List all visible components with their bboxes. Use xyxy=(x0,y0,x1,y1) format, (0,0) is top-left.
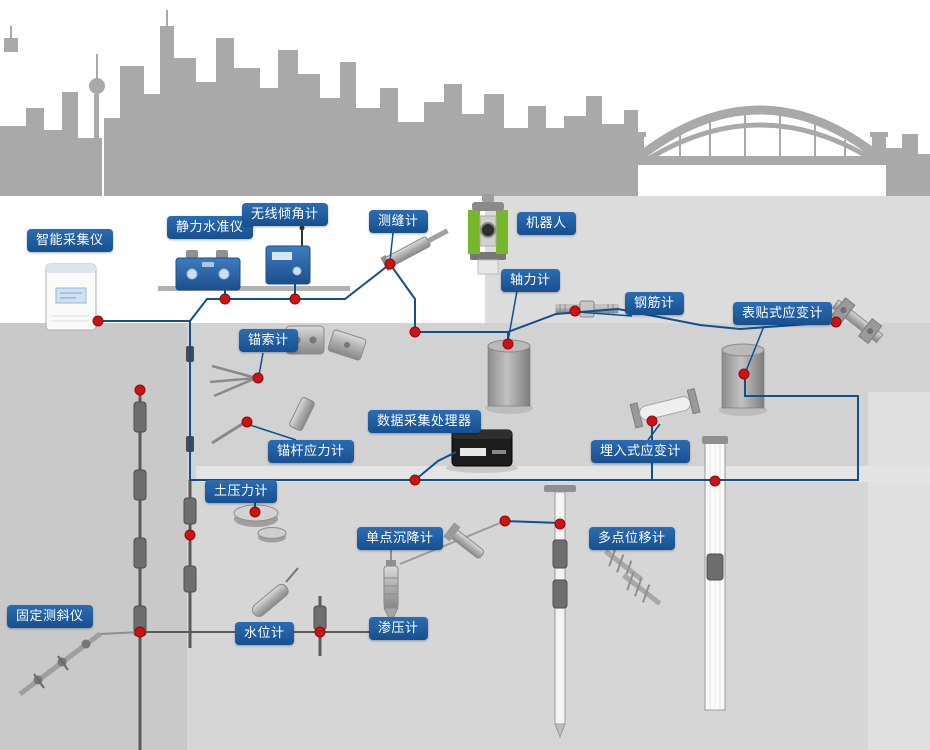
surface-strain-riser-cylinder xyxy=(719,343,767,416)
label-data-processor: 数据采集处理器 xyxy=(368,410,481,433)
water-level-device xyxy=(252,567,299,617)
label-crack-gauge: 测缝计 xyxy=(369,210,428,233)
anchor-rod-gauge-device xyxy=(211,397,315,445)
label-wireless-inclinometer: 无线倾角计 xyxy=(242,203,328,226)
settlement-pole xyxy=(544,485,576,739)
devices xyxy=(18,194,884,696)
label-rebar-gauge: 钢筋计 xyxy=(625,292,684,315)
settlement-link xyxy=(504,520,561,524)
single-settlement-device xyxy=(399,520,506,565)
label-single-settlement: 单点沉降计 xyxy=(357,527,443,550)
rebar-strain-cable xyxy=(507,307,837,333)
label-earth-pressure-gauge: 土压力计 xyxy=(205,480,278,503)
processor-drop-cable xyxy=(414,451,457,481)
robot-total-station xyxy=(468,194,508,275)
surface-strain-device xyxy=(831,297,884,345)
label-leader-lines xyxy=(249,232,765,441)
label-static-level: 静力水准仪 xyxy=(167,216,253,239)
fixed-inclinometer-device xyxy=(18,631,141,696)
osmometer-device xyxy=(383,550,399,624)
equipment-shelf xyxy=(158,286,350,291)
right-wall-face xyxy=(868,392,930,750)
label-anchor-rod-gauge: 锚杆应力计 xyxy=(268,440,354,463)
embedded-strain-device xyxy=(629,388,701,429)
wireless-inclinometer-device xyxy=(265,225,311,285)
label-multi-displacement: 多点位移计 xyxy=(589,527,675,550)
earth-pressure-device xyxy=(233,504,287,543)
label-water-level-gauge: 水位计 xyxy=(235,622,294,645)
bench-floor-strip xyxy=(196,466,930,482)
smart-collector-device xyxy=(45,263,97,331)
multi-displacement-anchors xyxy=(604,547,662,606)
top-row-cable xyxy=(189,263,391,322)
multipoint-casing xyxy=(702,436,728,711)
static-level-device xyxy=(175,250,241,291)
label-embedded-strain-gauge: 埋入式应变计 xyxy=(591,440,691,463)
boreholes xyxy=(133,346,728,750)
label-fixed-inclinometer: 固定测斜仪 xyxy=(7,605,93,628)
left-soil-pillar xyxy=(0,323,187,750)
label-robot: 机器人 xyxy=(517,212,576,235)
label-osmometer: 渗压计 xyxy=(369,617,428,640)
label-smart-collector: 智能采集仪 xyxy=(27,229,113,252)
city-skyline-silhouette xyxy=(0,10,930,196)
label-anchor-cable-gauge: 锚索计 xyxy=(239,329,298,352)
data-processor-device xyxy=(446,429,518,473)
axial-force-device xyxy=(485,339,533,414)
label-axial-force-gauge: 轴力计 xyxy=(501,269,560,292)
label-surface-strain-gauge: 表贴式应变计 xyxy=(733,302,833,325)
